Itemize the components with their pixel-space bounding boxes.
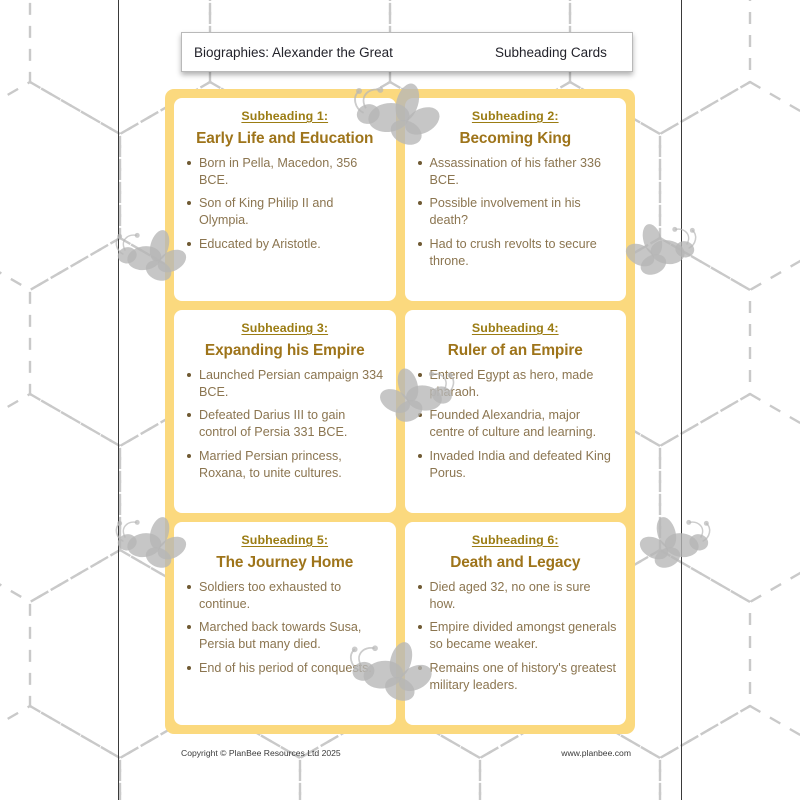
card-title: Death and Legacy <box>450 554 581 571</box>
list-item: Entered Egypt as hero, made pharaoh. <box>414 367 618 400</box>
list-item: Launched Persian campaign 334 BCE. <box>183 367 387 400</box>
footer-copyright: Copyright © PlanBee Resources Ltd 2025 <box>181 748 341 758</box>
card-bullet-list: Died aged 32, no one is sure how. Empire… <box>414 579 618 693</box>
card-label: Subheading 4: <box>471 321 559 335</box>
card-label: Subheading 3: <box>241 321 329 335</box>
printed-page <box>118 0 682 800</box>
card-title: Expanding his Empire <box>204 342 365 359</box>
card-title: Ruler of an Empire <box>447 342 583 359</box>
footer-website: www.planbee.com <box>561 748 631 758</box>
subheading-card-3[interactable]: Subheading 3: Expanding his Empire Launc… <box>174 310 396 513</box>
card-title: The Journey Home <box>216 554 354 571</box>
list-item: Remains one of history's greatest milita… <box>414 660 618 693</box>
list-item: Empire divided amongst generals so becam… <box>414 619 618 652</box>
header-title: Biographies: Alexander the Great <box>194 44 393 60</box>
card-title: Early Life and Education <box>196 130 374 147</box>
card-title: Becoming King <box>459 130 572 147</box>
header-subtitle: Subheading Cards <box>495 44 607 60</box>
list-item: Defeated Darius III to gain control of P… <box>183 407 387 440</box>
list-item: Possible involvement in his death? <box>414 195 618 228</box>
list-item: Son of King Philip II and Olympia. <box>183 195 387 228</box>
list-item: Invaded India and defeated King Porus. <box>414 448 618 481</box>
list-item: Educated by Aristotle. <box>183 236 387 253</box>
card-label: Subheading 6: <box>471 533 559 547</box>
page-footer: Copyright © PlanBee Resources Ltd 2025 w… <box>181 748 631 758</box>
list-item: Born in Pella, Macedon, 356 BCE. <box>183 155 387 188</box>
list-item: Had to crush revolts to secure throne. <box>414 236 618 269</box>
subheading-card-2[interactable]: Subheading 2: Becoming King Assassinatio… <box>404 98 626 301</box>
list-item: Founded Alexandria, major centre of cult… <box>414 407 618 440</box>
subheading-card-4[interactable]: Subheading 4: Ruler of an Empire Entered… <box>404 310 626 513</box>
list-item: Died aged 32, no one is sure how. <box>414 579 618 612</box>
card-bullet-list: Entered Egypt as hero, made pharaoh. Fou… <box>414 367 618 481</box>
card-label: Subheading 1: <box>241 109 329 123</box>
page-header: Biographies: Alexander the Great Subhead… <box>181 32 633 72</box>
list-item: Soldiers too exhausted to continue. <box>183 579 387 612</box>
list-item: Assassination of his father 336 BCE. <box>414 155 618 188</box>
card-label: Subheading 2: <box>471 109 559 123</box>
subheading-card-5[interactable]: Subheading 5: The Journey Home Soldiers … <box>174 522 396 725</box>
list-item: End of his period of conquests. <box>183 660 387 677</box>
card-bullet-list: Launched Persian campaign 334 BCE. Defea… <box>183 367 387 481</box>
card-label: Subheading 5: <box>241 533 329 547</box>
card-bullet-list: Born in Pella, Macedon, 356 BCE. Son of … <box>183 155 387 253</box>
cards-frame: Subheading 1: Early Life and Education B… <box>165 89 635 734</box>
subheading-card-6[interactable]: Subheading 6: Death and Legacy Died aged… <box>404 522 626 725</box>
list-item: Marched back towards Susa, Persia but ma… <box>183 619 387 652</box>
card-bullet-list: Assassination of his father 336 BCE. Pos… <box>414 155 618 269</box>
card-bullet-list: Soldiers too exhausted to continue. Marc… <box>183 579 387 677</box>
subheading-card-1[interactable]: Subheading 1: Early Life and Education B… <box>174 98 396 301</box>
list-item: Married Persian princess, Roxana, to uni… <box>183 448 387 481</box>
